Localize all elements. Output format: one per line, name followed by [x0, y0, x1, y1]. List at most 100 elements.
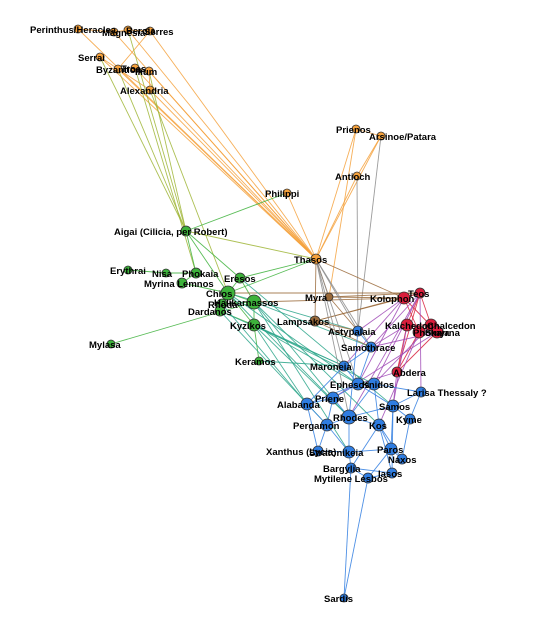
- edge-rhodes-samos: [348, 405, 394, 418]
- node-serres[interactable]: [145, 26, 155, 36]
- node-thasos[interactable]: [310, 253, 322, 265]
- node-label-mylasa: Mylasa: [89, 340, 121, 351]
- node-label-halikarnassos: Halikarnassos: [214, 298, 278, 309]
- edge-kyme-naxos: [401, 418, 411, 460]
- node-eresos[interactable]: [234, 272, 246, 284]
- node-priene2[interactable]: [351, 124, 361, 134]
- node-troas[interactable]: [130, 63, 140, 73]
- edge-troas-thasos: [134, 67, 317, 260]
- node-sardis[interactable]: [339, 593, 349, 603]
- node-alabanda[interactable]: [300, 397, 314, 411]
- edge-aigai-eresos: [185, 230, 241, 279]
- edge-samos-kalchedon: [392, 324, 408, 407]
- edge-knidos-larisa: [373, 383, 422, 393]
- node-samothrace[interactable]: [365, 341, 377, 353]
- node-iasos[interactable]: [386, 467, 398, 479]
- edge-troas-phokaia: [134, 67, 197, 274]
- node-ilium[interactable]: [144, 66, 154, 76]
- node-rhodes[interactable]: [341, 409, 357, 425]
- node-label-kyzikos: Kyzikos: [230, 321, 266, 332]
- node-label-kyme: Kyme: [396, 415, 422, 426]
- node-nisa[interactable]: [161, 268, 171, 278]
- node-magnesia[interactable]: [109, 27, 119, 37]
- edge-ilium-thasos: [148, 70, 317, 260]
- node-label-mytilene: Mytilene Lesbos: [314, 474, 388, 485]
- node-lampsakos[interactable]: [309, 315, 321, 327]
- node-label-byzantion: Byzantion: [96, 65, 142, 76]
- edge-alexandria-thasos: [149, 89, 317, 260]
- node-label-sardis: Sardis: [324, 594, 353, 605]
- node-label-antioch: Antioch: [335, 172, 371, 183]
- node-smyrna[interactable]: [430, 325, 444, 339]
- edge-philippi-thasos: [286, 192, 317, 260]
- edge-keramos-maroneia: [258, 360, 345, 367]
- edge-stratonikeia-paros: [348, 448, 392, 453]
- node-perinthus[interactable]: [73, 24, 83, 34]
- node-aigai[interactable]: [180, 225, 192, 237]
- edge-arsinoe-thasos: [315, 135, 382, 260]
- node-label-alexandria: Alexandria: [120, 86, 169, 97]
- edge-halikarnassos-priene: [253, 301, 334, 399]
- node-label-serrai: Serrai: [78, 53, 105, 64]
- node-alexandria[interactable]: [145, 85, 155, 95]
- node-label-priene2: Prienos: [336, 125, 371, 136]
- node-paros[interactable]: [384, 442, 398, 456]
- node-priene[interactable]: [326, 391, 340, 405]
- node-chios[interactable]: [220, 285, 236, 301]
- node-serrai[interactable]: [95, 52, 105, 62]
- node-stratonikeia[interactable]: [342, 445, 356, 459]
- node-astypalaia[interactable]: [352, 325, 364, 337]
- node-label-phokaia: Phokaia: [182, 269, 219, 280]
- node-label-nisa: Nisa: [152, 269, 173, 280]
- node-bargylia[interactable]: [345, 462, 357, 474]
- node-pergamon[interactable]: [320, 418, 334, 432]
- node-myra[interactable]: [324, 292, 334, 302]
- node-xanthus[interactable]: [312, 445, 324, 457]
- node-label-myrina: Myrina Lemnos: [144, 279, 214, 290]
- node-byzantion[interactable]: [113, 64, 123, 74]
- node-mytilene[interactable]: [362, 472, 374, 484]
- edge-phokaia2-abdera: [396, 331, 420, 373]
- edge-chios-ephesos: [227, 292, 359, 385]
- edge-lampsakos-samothrace: [314, 320, 372, 348]
- node-kos[interactable]: [372, 418, 386, 432]
- node-larisa[interactable]: [415, 386, 427, 398]
- node-teos[interactable]: [414, 287, 426, 299]
- edge-samothrace-ephesos: [357, 346, 372, 385]
- node-philippi[interactable]: [282, 188, 292, 198]
- node-ephesos[interactable]: [351, 377, 365, 391]
- node-phokaia2[interactable]: [412, 325, 426, 339]
- edge-byzantion-aigai: [117, 68, 187, 232]
- node-samos[interactable]: [386, 399, 400, 413]
- node-label-teos: Teos: [408, 289, 429, 300]
- node-dardanos[interactable]: [214, 305, 226, 317]
- node-keramos[interactable]: [254, 356, 264, 366]
- node-mylasa[interactable]: [106, 339, 116, 349]
- node-label-eresos: Eresos: [224, 274, 256, 285]
- edge-priene2-thasos: [315, 128, 357, 260]
- node-erythrai[interactable]: [123, 265, 133, 275]
- edge-bargylia-iasos: [350, 467, 393, 474]
- node-maroneia[interactable]: [338, 360, 350, 372]
- edge-thasos-rhodes: [315, 258, 350, 418]
- node-kyzikos[interactable]: [247, 318, 261, 332]
- node-naxos[interactable]: [396, 453, 408, 465]
- node-label-chios: Chios: [206, 289, 232, 300]
- edge-kyzikos-ephesos: [253, 324, 359, 385]
- node-antioch[interactable]: [352, 171, 362, 181]
- node-label-chalcedon: Chalcedon: [427, 321, 476, 332]
- node-label-samos: Samos: [379, 402, 410, 413]
- edge-samothrace-smyrna: [370, 331, 438, 348]
- edge-knidos-teos: [373, 292, 421, 385]
- node-kyme[interactable]: [404, 413, 416, 425]
- node-kolophon[interactable]: [397, 291, 411, 305]
- node-knidos[interactable]: [367, 377, 381, 391]
- node-arsinoe[interactable]: [376, 131, 386, 141]
- node-myrina[interactable]: [176, 277, 188, 289]
- node-phokaia[interactable]: [190, 267, 202, 279]
- node-halikarnassos[interactable]: [246, 294, 262, 310]
- node-kalchedon[interactable]: [400, 318, 414, 332]
- node-beroia[interactable]: [123, 25, 133, 35]
- edge-perinthus-magnesia: [77, 28, 115, 33]
- node-abdera[interactable]: [391, 366, 403, 378]
